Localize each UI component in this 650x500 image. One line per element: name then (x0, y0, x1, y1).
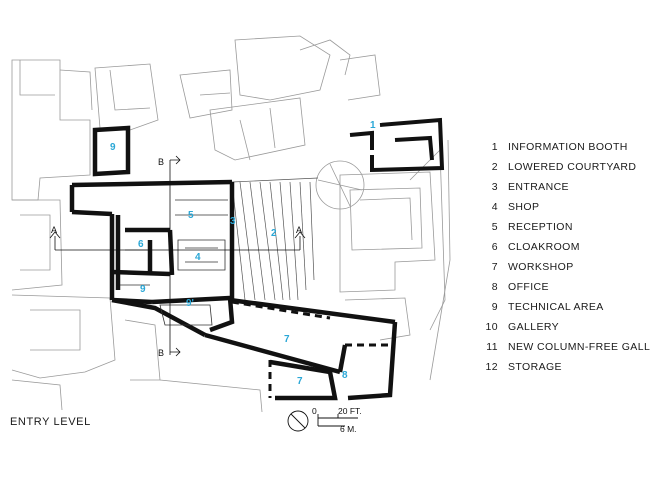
legend-label: NEW COLUMN-FREE GALLERY (508, 341, 650, 353)
section-arrow-icon (170, 347, 181, 357)
section-line-b (169, 155, 181, 357)
legend-item: 6 CLOAKROOM (476, 237, 646, 257)
north-arrow-icon (287, 410, 309, 432)
legend-label: TECHNICAL AREA (508, 301, 604, 313)
legend-item: 8 OFFICE (476, 277, 646, 297)
legend-number: 2 (491, 161, 498, 173)
room-label-technical-area-top: 9 (110, 142, 116, 153)
legend-item: 5 RECEPTION (476, 217, 646, 237)
legend-item: 4 SHOP (476, 197, 646, 217)
legend-number: 3 (491, 181, 498, 193)
legend-label: SHOP (508, 201, 540, 213)
legend-item: 7 WORKSHOP (476, 257, 646, 277)
legend-item: 3 ENTRANCE (476, 177, 646, 197)
legend-item: 9 TECHNICAL AREA (476, 297, 646, 317)
legend-label: GALLERY (508, 321, 560, 333)
legend-item: 11 NEW COLUMN-FREE GALLERY (476, 337, 650, 357)
legend-number: 11 (486, 341, 498, 353)
room-legend: 1 INFORMATION BOOTH 2 LOWERED COURTYARD 3 ENT… (476, 137, 650, 377)
legend-item: 1 INFORMATION BOOTH (476, 137, 646, 157)
section-label-b-top: B (158, 157, 164, 167)
room-label-office: 8 (342, 370, 348, 381)
courtyard-stairs (231, 177, 319, 301)
legend-label: OFFICE (508, 281, 549, 293)
scale-zero: 0 (312, 406, 317, 416)
legend-number: 10 (485, 321, 498, 333)
room-label-reception: 5 (188, 210, 194, 221)
room-label-technical-area-mid: 9 (140, 284, 146, 295)
legend-number: 5 (491, 221, 498, 233)
scale-meters: 6 M. (340, 424, 357, 434)
legend-number: 12 (485, 361, 498, 373)
room-label-entrance: 3 (230, 216, 236, 227)
legend-label: STORAGE (508, 361, 562, 373)
dashed-walls (231, 300, 390, 398)
legend-label: ENTRANCE (508, 181, 569, 193)
legend-label: INFORMATION BOOTH (508, 141, 628, 153)
room-label-workshop-upper: 7 (284, 334, 290, 345)
room-label-workshop-lower: 7 (297, 376, 303, 387)
legend-label: RECEPTION (508, 221, 573, 233)
section-label-a-left: A (51, 225, 57, 235)
building-walls (69, 125, 398, 401)
scale-feet: 20 FT. (338, 406, 362, 416)
section-label-a-right: A (296, 225, 302, 235)
legend-label: CLOAKROOM (508, 241, 580, 253)
legend-number: 4 (491, 201, 498, 213)
room-label-information-booth: 1 (370, 120, 376, 131)
section-arrow-icon (170, 155, 181, 165)
room-label-technical-area-alt: 9' (186, 298, 194, 309)
room-label-cloakroom: 6 (138, 239, 144, 250)
room-label-shop: 4 (195, 252, 201, 263)
section-line-a (49, 231, 306, 251)
legend-item: 2 LOWERED COURTYARD (476, 157, 646, 177)
section-label-b-bottom: B (158, 348, 164, 358)
scale-bar (317, 414, 358, 427)
section-arrow-icon (49, 231, 61, 239)
legend-label: LOWERED COURTYARD (508, 161, 637, 173)
legend-number: 9 (491, 301, 498, 313)
legend-item: 10 GALLERY (476, 317, 646, 337)
legend-number: 8 (491, 281, 498, 293)
legend-number: 6 (491, 241, 498, 253)
level-title: ENTRY LEVEL (10, 416, 91, 428)
legend-label: WORKSHOP (508, 261, 574, 273)
information-booth-walls (349, 117, 445, 173)
room-label-lowered-courtyard: 2 (271, 228, 277, 239)
legend-number: 7 (491, 261, 498, 273)
context-buildings (11, 35, 451, 413)
legend-number: 1 (491, 141, 498, 153)
section-arrow-icon (294, 231, 306, 239)
legend-item: 12 STORAGE (476, 357, 646, 377)
